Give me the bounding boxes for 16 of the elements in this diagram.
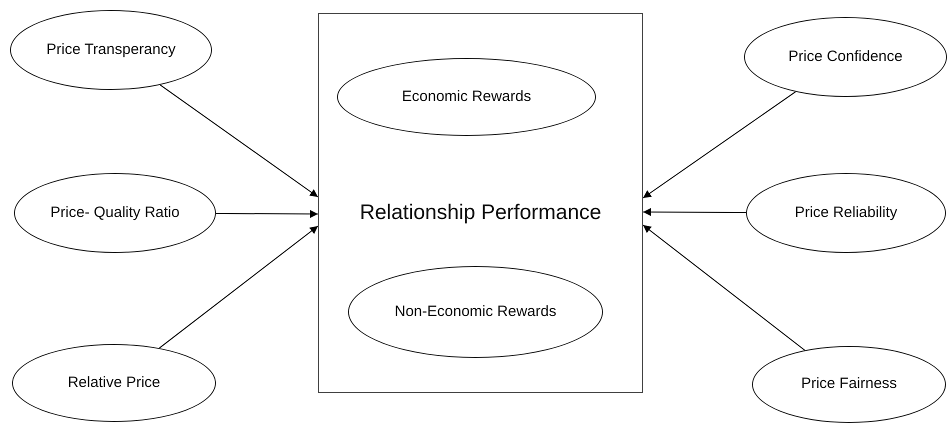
oval-node: Price Confidence (744, 17, 947, 97)
oval-node: Economic Rewards (337, 58, 596, 136)
box-title: Relationship Performance (358, 200, 602, 226)
oval-node: Price- Quality Ratio (14, 173, 216, 253)
arrow (160, 84, 318, 198)
arrow (642, 91, 796, 198)
oval-node: Relative Price (12, 344, 216, 422)
construct-box (318, 13, 643, 393)
oval-node: Price Transperancy (10, 10, 212, 90)
oval-node: Price Fairness (752, 346, 946, 423)
arrow (216, 210, 318, 218)
oval-node: Price Reliability (746, 173, 946, 253)
oval-node: Non-Economic Rewards (348, 266, 603, 358)
arrow (642, 224, 806, 351)
arrow (158, 226, 318, 349)
arrow (642, 208, 746, 216)
